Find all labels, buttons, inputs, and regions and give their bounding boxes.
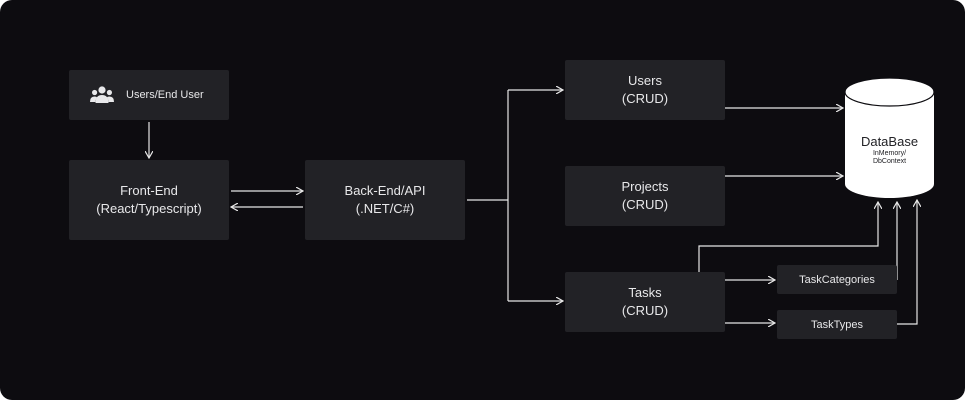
task-categories-node: TaskCategories (777, 265, 897, 294)
tasks-crud-node: Tasks (CRUD) (565, 272, 725, 332)
database-title: DataBase (860, 134, 919, 149)
arrow-tasks-to-database (698, 202, 878, 272)
tasks-title: Tasks (628, 285, 662, 300)
users-end-user-label: Users/End User (126, 89, 204, 101)
task-categories-label: TaskCategories (799, 273, 875, 286)
arrow-tasktypes-to-database (897, 200, 917, 325)
database-subtitle-inmemory: InMemory/ (872, 150, 907, 157)
projects-subtitle: (CRUD) (621, 197, 669, 212)
backend-title: Back-End/API (344, 183, 426, 198)
database-subtitle-dbcontext: DbContext (872, 158, 907, 165)
users-end-user-node: Users/End User (69, 70, 229, 120)
frontend-subtitle: (React/Typescript) (96, 201, 202, 216)
users-title: Users (628, 73, 662, 88)
task-types-label: TaskTypes (811, 318, 863, 331)
tasks-subtitle: (CRUD) (621, 303, 669, 318)
frontend-title: Front-End (120, 183, 178, 198)
task-types-node: TaskTypes (777, 310, 897, 339)
projects-crud-node: Projects (CRUD) (565, 166, 725, 226)
backend-node: Back-End/API (.NET/C#) (305, 160, 465, 240)
projects-title: Projects (621, 179, 669, 194)
frontend-node: Front-End (React/Typescript) (69, 160, 229, 240)
users-crud-node: Users (CRUD) (565, 60, 725, 120)
backend-subtitle: (.NET/C#) (355, 201, 415, 216)
users-group-icon (90, 84, 114, 106)
users-subtitle: (CRUD) (621, 91, 669, 106)
